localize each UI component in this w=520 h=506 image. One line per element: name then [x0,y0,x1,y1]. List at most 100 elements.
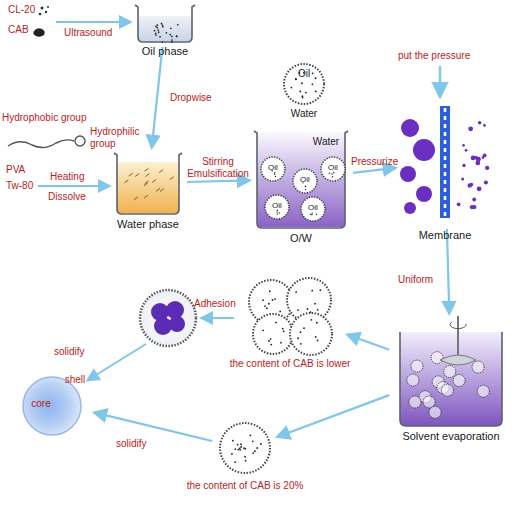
surfactant [129,173,133,176]
particle [158,31,160,33]
particle [156,27,158,29]
large-droplet [416,186,432,202]
particle [170,27,172,29]
small-droplet [462,144,465,147]
small-droplet [471,156,476,161]
cl20-crystals [39,6,49,15]
annotation-label: Heating [50,171,84,183]
small-droplet [485,166,489,170]
annotation-label: solidify [54,346,85,358]
heating-arrow [38,185,109,187]
cab-granule [33,28,44,36]
droplet [423,396,435,408]
particle [315,77,317,79]
beaker: Oil phase [133,2,197,60]
process-arrow [278,395,389,437]
particle [252,452,254,454]
process-arrow [95,413,212,441]
process-arrow [348,335,389,350]
particle [291,87,293,89]
process-arrow [353,168,395,173]
annotation-label: CL-20 [8,4,35,16]
surfactant-head [75,136,85,146]
small-droplet [481,156,484,159]
particle [275,322,277,324]
small-droplet [468,126,473,131]
beaker: Water phase [112,150,184,234]
stirrer-blade [440,355,476,365]
particle [244,456,246,458]
droplet [477,385,489,397]
particle [161,41,163,43]
ultrasound-arrow [56,21,130,23]
particle [274,172,275,173]
surfactant [134,197,138,200]
particle [280,342,282,344]
beaker: WaterO/WOilOilOilOilOil [252,128,350,248]
small-droplet [472,198,476,202]
droplet [453,375,465,387]
particle [302,97,304,99]
particle [316,213,317,214]
particle [329,172,330,173]
node-text: the content of CAB is lower [213,358,367,370]
particle [245,460,247,462]
small-droplet [483,124,486,127]
particle [310,319,312,321]
node-outline [112,150,184,216]
process-arrow [187,180,249,182]
process-figure: the content of CAB is 20% [170,420,320,504]
particle [307,308,309,310]
oil-droplet: Oil [264,194,290,220]
beaker-outline [114,153,182,214]
particle [245,448,247,450]
particle [177,24,179,26]
particle [270,338,272,340]
particle [157,29,159,31]
particle [155,25,157,27]
particle [161,24,163,26]
large-droplet [400,166,416,182]
annotation-label: Adhesion [194,298,236,310]
annotation-label: CAB [8,24,29,36]
small-droplet [478,121,481,124]
particle [315,336,317,338]
node-outline [392,316,510,428]
particle [300,343,302,345]
node-text: Oil [262,201,292,210]
annotation-label: put the pressure [398,50,470,62]
particle [234,461,236,463]
small-droplet [462,164,465,167]
particle [252,440,254,442]
surfactant [160,189,164,192]
small-droplet [484,180,488,184]
droplet-shell [290,313,332,355]
node-text: Water phase [110,218,186,231]
large-droplet [413,139,435,161]
small-droplet [468,183,472,187]
arrow-label: Uniform [398,274,433,286]
particle [295,78,297,80]
node-text: Oil [258,163,288,172]
particle [162,26,164,28]
particle [303,327,305,329]
small-droplet [470,205,474,209]
liquid [138,16,192,41]
particle [283,330,285,332]
arrow-label: Dropwise [170,92,212,104]
node-outline [235,272,345,356]
particle [239,449,241,451]
particle [262,299,264,301]
surfactant [152,179,156,182]
particle [314,303,316,305]
node-text: Solvent evaporation [390,430,512,443]
particle [310,214,311,215]
node-outline [398,98,492,226]
membrane-pores [444,108,447,216]
node-text: Oil phase [131,45,199,58]
surfactant [135,174,139,177]
surfactant [145,181,149,184]
node-text: Oil [290,175,320,184]
particle [277,213,278,214]
